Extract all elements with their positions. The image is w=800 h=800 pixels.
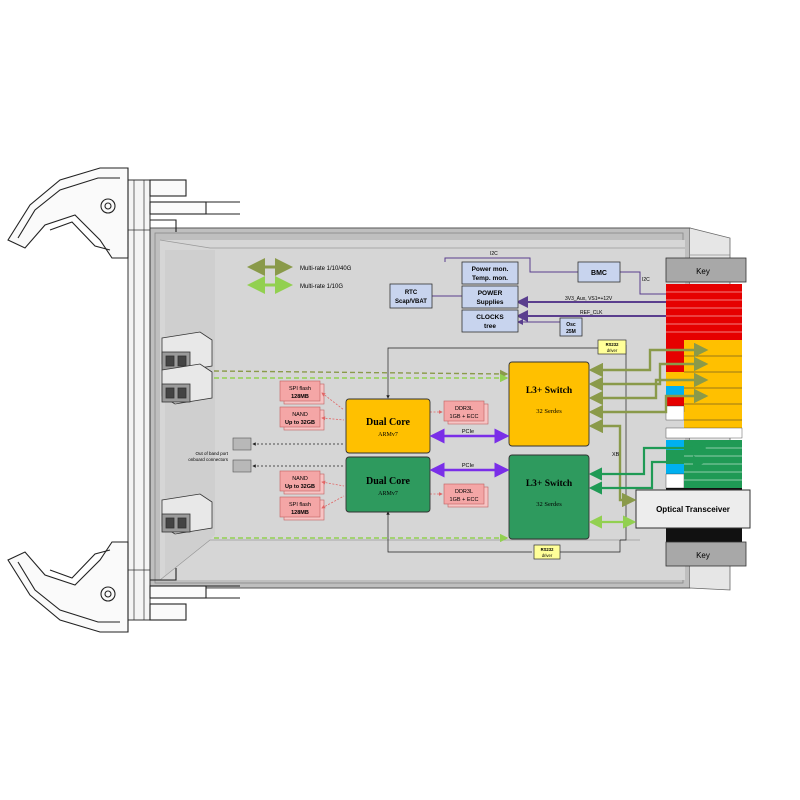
switch-top: L3+ Switch 32 Serdes — [508, 361, 590, 447]
ddr-top-line1: DDR3L — [455, 406, 473, 412]
osc-line1: Osc — [566, 322, 576, 328]
cpu-bottom-subtitle: ARMv7 — [378, 491, 398, 497]
ddr-bottom: DDR3L 1GB + ECC — [443, 483, 489, 508]
xb-label: XB — [612, 452, 620, 458]
bmc-block: BMC — [577, 261, 621, 283]
memory-links — [321, 392, 443, 509]
ddr-top: DDR3L 1GB + ECC — [443, 400, 489, 425]
nand-bottom-line1: NAND — [292, 476, 308, 482]
spi-flash-bottom: SPI flash 128MB — [279, 496, 325, 521]
rs232-top-line2: driver — [607, 348, 618, 353]
rtc-line1: RTC — [405, 290, 418, 296]
oob-label-line1: Out of band port — [195, 451, 228, 456]
sfp-cage-bottom[interactable] — [161, 493, 213, 535]
front-panel — [127, 179, 151, 621]
power-supplies-block: POWER Supplies — [461, 285, 519, 309]
ddr-bottom-line2: 1GB + ECC — [450, 497, 479, 503]
i2c-bus-top — [444, 257, 578, 273]
top-ejector-handle[interactable] — [7, 167, 240, 259]
pcie-label-bottom: PCIe — [462, 463, 474, 469]
osc-block: Osc 25M — [559, 317, 583, 337]
spi-top-line2: 128MB — [291, 394, 309, 400]
sfp-cage-top[interactable] — [161, 331, 213, 405]
i2c-label-top: I2C — [490, 251, 498, 257]
cpu-top-title: Dual Core — [366, 417, 411, 428]
oob-connectors[interactable] — [232, 437, 252, 473]
ddr-top-line2: 1GB + ECC — [450, 414, 479, 420]
serial-lines — [252, 345, 627, 553]
rs232-bottom-line1: RS232 — [541, 547, 554, 552]
legend: Multi-rate 1/10/40G Multi-rate 1/10G — [247, 258, 352, 294]
cpu-top: Dual Core ARMv7 — [345, 398, 431, 454]
rs232-bottom-line2: driver — [542, 553, 553, 558]
rtc-line2: Scap/VBAT — [395, 299, 427, 305]
bmc-label: BMC — [591, 270, 607, 277]
i2c-label-right: I2C — [642, 277, 650, 283]
nand-bottom-line2: Up to 32GB — [285, 484, 315, 490]
sfp-links — [213, 369, 509, 543]
switch-bottom: L3+ Switch 32 Serdes — [508, 454, 590, 540]
spi-bottom-line2: 128MB — [291, 510, 309, 516]
nand-top-line1: NAND — [292, 412, 308, 418]
nand-bottom: NAND Up to 32GB — [279, 470, 325, 495]
bottom-ejector-handle[interactable] — [7, 541, 240, 633]
switch-bottom-subtitle: 32 Serdes — [536, 501, 562, 508]
power-supplies-line1: POWER — [478, 290, 503, 297]
legend-label-40g: Multi-rate 1/10/40G — [300, 266, 352, 272]
power-mon-line1: Power mon. — [472, 266, 509, 273]
clocks-line2: tree — [484, 323, 496, 330]
fabric-links-bottom — [588, 441, 707, 529]
rs232-driver-bottom: RS232 driver — [533, 544, 561, 560]
switch-top-subtitle: 32 Serdes — [536, 408, 562, 415]
cpu-bottom-title: Dual Core — [366, 476, 411, 487]
spi-top-line1: SPI flash — [289, 386, 311, 392]
spi-flash-top: SPI flash 128MB — [279, 380, 325, 405]
rs232-driver-top: RS232 driver — [597, 339, 627, 355]
key-top-label: Key — [696, 267, 710, 276]
cpu-bottom: Dual Core ARMv7 — [345, 456, 431, 513]
power-mon-block: Power mon. Temp. mon. — [461, 261, 519, 285]
rs232-top-line1: RS232 — [606, 342, 619, 347]
spi-bottom-line1: SPI flash — [289, 502, 311, 508]
ddr-bottom-line1: DDR3L — [455, 489, 473, 495]
pcie-label-top: PCIe — [462, 429, 474, 435]
management-buses: I2C I2C 3V3_Aux, VS1=+12V REF_CLK — [432, 251, 666, 325]
clocks-line1: CLOCKS — [476, 314, 504, 321]
power-mon-line2: Temp. mon. — [472, 275, 508, 282]
legend-label-10g: Multi-rate 1/10G — [300, 284, 343, 290]
osc-line2: 25M — [566, 329, 576, 335]
key-bottom-label: Key — [696, 551, 710, 560]
clocks-block: CLOCKS tree — [461, 309, 519, 333]
pcie-links: PCIe PCIe — [429, 428, 510, 478]
i2c-bus-bmc — [620, 271, 666, 295]
rtc-block: RTC Scap/VBAT — [389, 283, 433, 309]
optical-transceiver: Optical Transceiver — [635, 489, 751, 529]
oob-label-line2: onboard connectors — [188, 457, 229, 462]
optical-transceiver-label: Optical Transceiver — [656, 505, 730, 514]
switch-bottom-title: L3+ Switch — [526, 479, 573, 489]
ref-clk-label: REF_CLK — [580, 310, 603, 316]
power-rail-label: 3V3_Aux, VS1=+12V — [565, 296, 613, 302]
cpu-top-subtitle: ARMv7 — [378, 432, 398, 438]
switch-top-title: L3+ Switch — [526, 386, 573, 396]
power-supplies-line2: Supplies — [476, 299, 503, 306]
nand-top: NAND Up to 32GB — [279, 406, 325, 431]
nand-top-line2: Up to 32GB — [285, 420, 315, 426]
